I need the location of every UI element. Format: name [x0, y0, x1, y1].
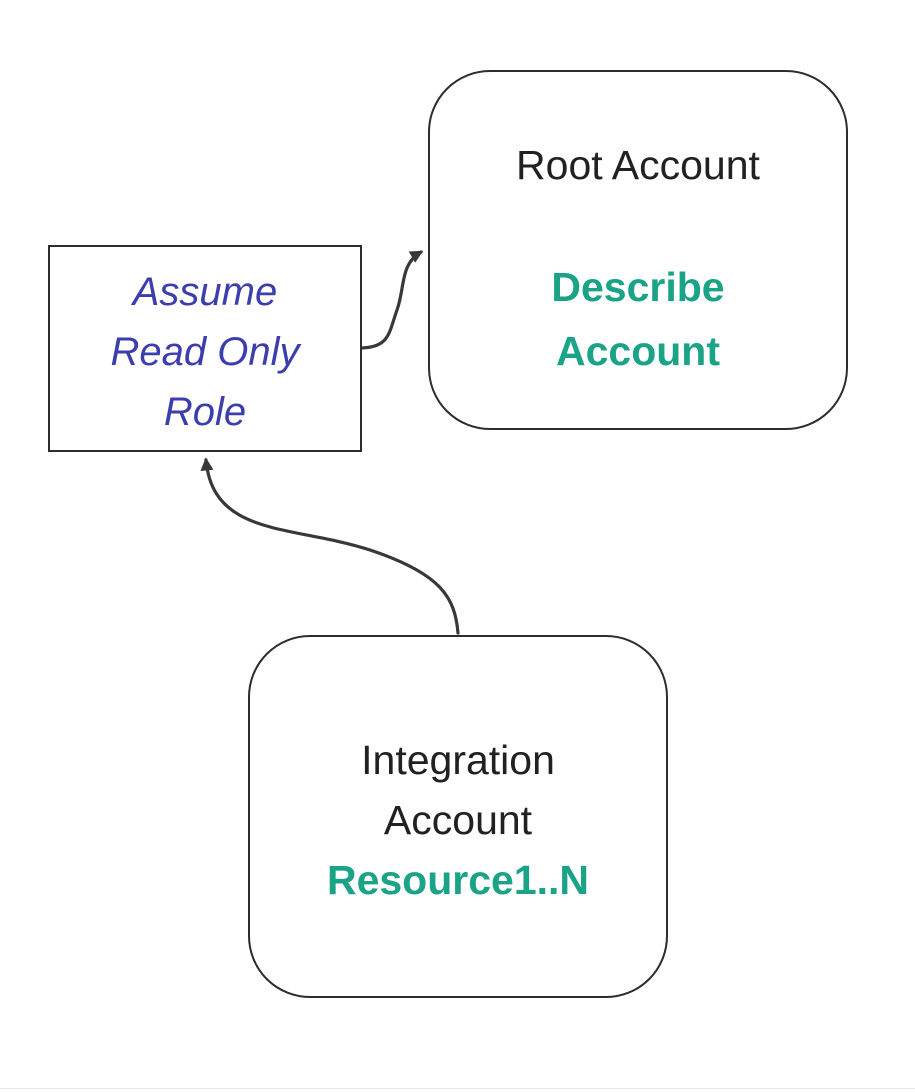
node-integration-account: Integration Account Resource1..N [248, 635, 668, 998]
root-account-subtitle: Describe Account [551, 264, 725, 374]
node-root-account: Root Account Describe Account [428, 70, 848, 430]
bottom-divider [0, 1088, 915, 1089]
integration-account-subtitle: Resource1..N [326, 857, 590, 903]
edge-integration-to-assume [200, 457, 460, 635]
edge-assume-to-root [360, 250, 424, 350]
root-account-title: Root Account [516, 142, 760, 188]
integration-account-title: Integration Account [361, 737, 555, 843]
assume-read-only-role-label: Assume Read Only Role [110, 270, 300, 434]
node-assume-read-only-role: Assume Read Only Role [48, 245, 362, 452]
